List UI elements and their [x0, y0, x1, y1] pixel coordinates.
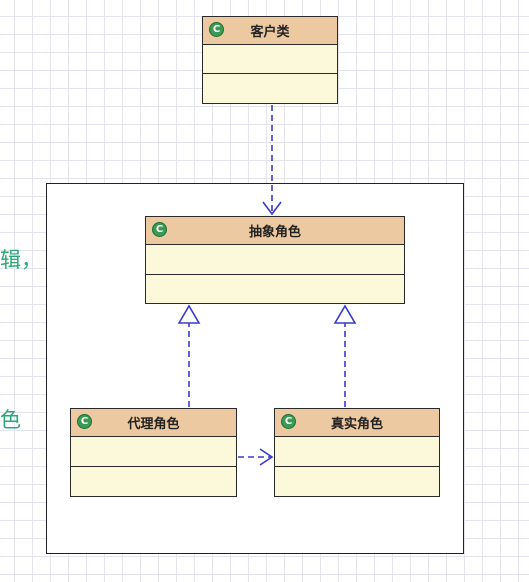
class-icon: C — [152, 222, 167, 237]
class-header: C 抽象角色 — [146, 217, 404, 245]
realization-proxy-to-abstract — [177, 304, 201, 407]
class-attributes — [275, 437, 439, 467]
dependency-client-to-abstract — [262, 105, 282, 216]
class-name: 客户类 — [250, 25, 290, 40]
dependency-proxy-to-real — [238, 448, 274, 466]
class-name: 代理角色 — [127, 417, 180, 432]
class-attributes — [146, 245, 404, 275]
class-name: 抽象角色 — [248, 225, 301, 240]
class-header: C 客户类 — [203, 17, 337, 45]
class-name: 真实角色 — [330, 417, 383, 432]
class-attributes — [203, 45, 337, 74]
class-attributes — [71, 437, 236, 467]
side-text-bottom: 色 — [0, 408, 21, 432]
class-icon: C — [77, 414, 92, 429]
realization-real-to-abstract — [333, 304, 357, 407]
class-abstract-role[interactable]: C 抽象角色 — [145, 216, 405, 304]
class-icon: C — [209, 22, 224, 37]
class-client[interactable]: C 客户类 — [202, 16, 338, 104]
class-header: C 代理角色 — [71, 409, 236, 437]
class-header: C 真实角色 — [275, 409, 439, 437]
class-icon: C — [281, 414, 296, 429]
class-real-role[interactable]: C 真实角色 — [274, 408, 440, 497]
side-text-top: 辑， — [0, 248, 42, 272]
class-proxy-role[interactable]: C 代理角色 — [70, 408, 237, 497]
